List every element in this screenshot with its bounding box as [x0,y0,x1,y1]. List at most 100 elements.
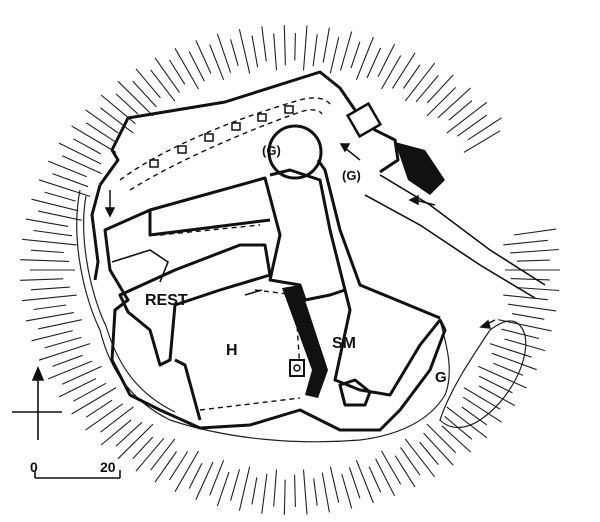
hachure-line [404,438,436,478]
hachure-line [478,385,516,407]
hachure-line [510,278,550,281]
hachure-line [261,26,267,62]
hachure-line [251,477,258,505]
hachure-line [31,198,79,212]
rock-edge-outline [76,189,450,443]
hachure-line [52,354,83,367]
hachure-line [368,466,382,493]
hachure-line [44,191,76,202]
hachure-line [273,33,278,71]
hachure-line [313,478,318,506]
hachure-line [154,451,177,483]
hachure-line [195,40,212,74]
hachure-line [426,74,454,104]
hachure-line [403,64,421,89]
hachure-line [302,25,308,71]
hachure-line [25,218,69,227]
inner-ward-wall [103,176,447,432]
hachure-line [169,59,186,85]
hachure-line [350,41,361,69]
hachure-line [503,294,548,301]
hachure-line [375,458,396,497]
hachure-line [150,438,176,471]
hachure-line [426,87,457,117]
hachure-line [437,87,472,119]
hachure-line [209,459,225,496]
hachure-line [283,479,286,515]
hachure-line [85,399,113,418]
hachure-line [85,403,124,431]
hachure-line [467,117,502,141]
hachure-line [38,210,82,221]
hachure-line [47,160,87,178]
hachure-line [381,55,402,90]
hachure-line [47,360,93,380]
hachure-line [423,432,454,466]
hachure-line [22,238,77,246]
hachure-line [355,459,374,504]
hachure-line [73,382,107,402]
hachure-line [238,466,251,511]
rock-edge-inner [83,195,176,413]
hachure-line [321,472,330,513]
hachure-line [504,338,546,352]
upper-path [119,97,331,181]
hachure-line [329,466,340,503]
hachure-line [154,57,180,93]
hachure-line [501,328,540,340]
slope-hachures [20,25,560,515]
well [293,364,301,372]
round-tower [267,124,323,180]
hall-area [174,358,202,421]
hachure-line [511,313,545,320]
hachure-line [30,286,70,291]
hachure-line [348,467,361,499]
hachure-line [261,473,268,514]
north-range [148,210,271,237]
hachure-line [188,51,205,82]
hachure-line [33,229,73,237]
hachure-line [329,37,340,74]
outer-rock-g [439,320,527,429]
hachure-line [516,259,550,262]
hachure-line [516,286,560,292]
g-outer-label: G [435,369,447,386]
hachure-line [85,109,119,134]
hachure-line [230,469,241,501]
small-tower [289,359,305,377]
hachure-line [462,396,502,423]
hachure-line [426,423,457,453]
hachure-line [513,228,557,236]
hachure-line [135,437,165,472]
rest-label: REST [145,292,188,309]
scale-start-label: 0 [30,459,38,475]
hachure-line [33,304,67,311]
hachure-line [31,330,73,342]
hachure-line [446,101,488,134]
scale-bar [34,470,121,479]
hachure-line [132,80,157,108]
hall-dash-south [199,397,301,411]
hachure-line [115,421,143,447]
hachure-line [117,80,154,117]
south-bastion [338,378,372,407]
hachure-line [132,436,154,460]
hachure-line [100,406,134,433]
rest-building [118,243,272,367]
outer-wall-south-west [90,184,102,281]
hachure-line [491,352,537,371]
hachure-line [510,248,560,254]
hachure-line [302,469,308,515]
hachure-line [355,36,374,81]
north-range-dash [159,224,261,236]
upper-path-inner [129,109,323,191]
hachure-line [20,278,64,281]
hachure-line [73,138,102,155]
hachure-line [44,336,82,349]
hachure-line [174,48,199,90]
route-arrows [104,143,496,329]
hachure-line [52,173,89,188]
hachure-line [339,31,353,71]
hachure-line [85,122,118,144]
approach-road [379,174,546,286]
